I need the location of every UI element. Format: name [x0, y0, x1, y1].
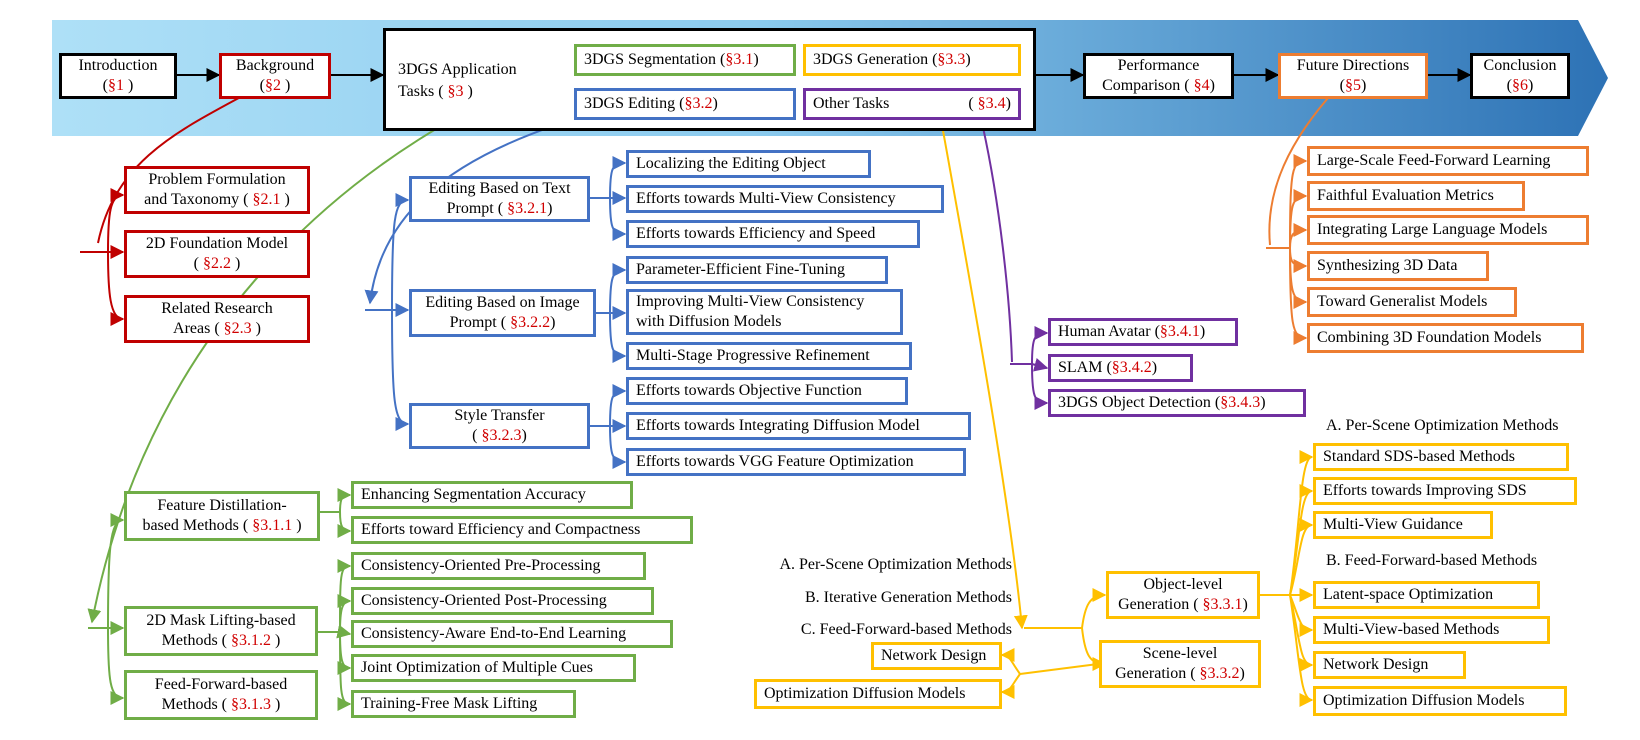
editing-box: 3DGS Editing (§3.2) — [574, 88, 796, 120]
other-task-item: 3DGS Object Detection ( §3.4.3 ) — [1048, 389, 1306, 417]
scene-method-header: B. Iterative Generation Methods — [804, 589, 1012, 606]
future-direction-item: Synthesizing 3D Data — [1307, 251, 1489, 281]
background-box: Background (§2 ) — [219, 53, 331, 99]
segmentation-box: 3DGS Segmentation (§3.1) — [574, 44, 796, 76]
background-item: 2D Foundation Model ( §2.2 ) — [124, 230, 310, 278]
object-level-leaf: Optimization Diffusion Models — [1313, 686, 1567, 716]
editing-leaf: Efforts towards Multi-View Consistency — [626, 185, 944, 213]
object-level-leaf: Multi-View-based Methods — [1313, 616, 1550, 644]
editing-leaf: Localizing the Editing Object — [626, 150, 871, 178]
other-tasks-box: Other Tasks ( §3.4) — [803, 88, 1021, 120]
segmentation-leaf: Consistency-Aware End-to-End Learning — [351, 620, 673, 648]
segmentation-leaf: Efforts toward Efficiency and Compactnes… — [351, 516, 693, 544]
future-direction-item: Faithful Evaluation Metrics — [1307, 181, 1525, 211]
introduction-title: Introduction — [78, 57, 158, 74]
editing-group: Editing Based on Text Prompt ( §3.2.1) — [409, 176, 590, 222]
editing-leaf: Efforts towards VGG Feature Optimization — [626, 448, 966, 476]
future-directions-title: Future Directions — [1296, 57, 1410, 74]
scene-level-leaf: Network Design — [871, 642, 1002, 670]
editing-group: Style Transfer ( §3.2.3) — [409, 403, 590, 449]
scene-level-leaf: Optimization Diffusion Models — [754, 679, 1002, 709]
future-direction-item: Toward Generalist Models — [1307, 287, 1517, 317]
object-level-leaf: Multi-View Guidance — [1313, 511, 1493, 539]
application-tasks-ref: §3 — [447, 83, 464, 100]
segmentation-group: Feed-Forward-based Methods ( §3.1.3 ) — [124, 670, 318, 720]
generation-label: 3DGS Generation ( — [813, 51, 938, 68]
generation-box: 3DGS Generation ( §3.3) — [803, 44, 1021, 76]
other-tasks-label: Other Tasks — [813, 95, 890, 112]
background-ref: §2 — [265, 77, 281, 94]
introduction-ref: §1 — [108, 77, 124, 94]
future-direction-item: Integrating Large Language Models — [1307, 215, 1589, 245]
other-task-item: SLAM ( §3.4.2 ) — [1048, 354, 1193, 382]
scene-method-header: C. Feed-Forward-based Methods — [800, 621, 1012, 638]
editing-label: 3DGS Editing ( — [584, 95, 685, 112]
object-level-leaf: Latent-space Optimization — [1313, 581, 1540, 609]
segmentation-leaf: Consistency-Oriented Pre-Processing — [351, 552, 646, 580]
object-level-leaf: Efforts towards Improving SDS — [1313, 477, 1577, 505]
object-level-leaf: Network Design — [1313, 651, 1466, 679]
editing-leaf: Efforts towards Objective Function — [626, 377, 908, 405]
background-item: Related Research Areas ( §2.3 ) — [124, 295, 310, 343]
object-level-generation-box: Object-level Generation ( §3.3.1) — [1106, 571, 1260, 619]
performance-title: Performance — [1117, 57, 1200, 74]
segmentation-group: 2D Mask Lifting-based Methods ( §3.1.2 ) — [124, 606, 318, 656]
segmentation-leaf: Training-Free Mask Lifting — [351, 690, 576, 718]
conclusion-ref: §6 — [1512, 77, 1528, 94]
editing-ref: §3.2 — [684, 95, 713, 112]
editing-leaf: Multi-Stage Progressive Refinement — [626, 342, 912, 370]
future-direction-item: Combining 3D Foundation Models — [1307, 323, 1584, 353]
generation-ref: §3.3 — [937, 51, 966, 68]
editing-group: Editing Based on Image Prompt ( §3.2.2) — [409, 289, 596, 337]
segmentation-label: 3DGS Segmentation ( — [584, 51, 726, 68]
scene-level-generation-box: Scene-level Generation ( §3.3.2) — [1099, 640, 1261, 688]
performance-box: Performance Comparison ( §4) — [1083, 53, 1234, 99]
application-tasks-title: 3DGS Application — [398, 61, 517, 78]
introduction-box: Introduction (§1 ) — [59, 53, 177, 99]
editing-leaf: Improving Multi-View Consistency with Di… — [626, 289, 903, 335]
segmentation-leaf: Joint Optimization of Multiple Cues — [351, 654, 636, 682]
editing-leaf: Efforts towards Efficiency and Speed — [626, 220, 920, 248]
editing-leaf: Efforts towards Integrating Diffusion Mo… — [626, 412, 971, 440]
segmentation-leaf: Consistency-Oriented Post-Processing — [351, 587, 654, 615]
scene-method-header: A. Per-Scene Optimization Methods — [779, 556, 1012, 573]
conclusion-box: Conclusion (§6) — [1470, 53, 1570, 99]
object-method-header: A. Per-Scene Optimization Methods — [1326, 417, 1559, 434]
background-title: Background — [235, 57, 315, 74]
conclusion-title: Conclusion — [1483, 57, 1557, 74]
future-direction-item: Large-Scale Feed-Forward Learning — [1307, 146, 1589, 176]
future-directions-box: Future Directions (§5) — [1278, 53, 1428, 99]
other-task-item: Human Avatar ( §3.4.1 ) — [1048, 318, 1238, 346]
object-method-header: B. Feed-Forward-based Methods — [1326, 552, 1538, 569]
segmentation-ref: §3.1 — [725, 51, 754, 68]
segmentation-group: Feature Distillation- based Methods ( §3… — [124, 491, 320, 541]
object-level-leaf: Standard SDS-based Methods — [1313, 443, 1569, 471]
performance-ref: §4 — [1193, 77, 1210, 94]
future-directions-ref: §5 — [1345, 77, 1361, 94]
other-tasks-ref: §3.4 — [977, 95, 1006, 112]
editing-leaf: Parameter-Efficient Fine-Tuning — [626, 256, 888, 284]
segmentation-leaf: Enhancing Segmentation Accuracy — [351, 481, 633, 509]
background-item: Problem Formulation and Taxonomy ( §2.1 … — [124, 166, 310, 214]
